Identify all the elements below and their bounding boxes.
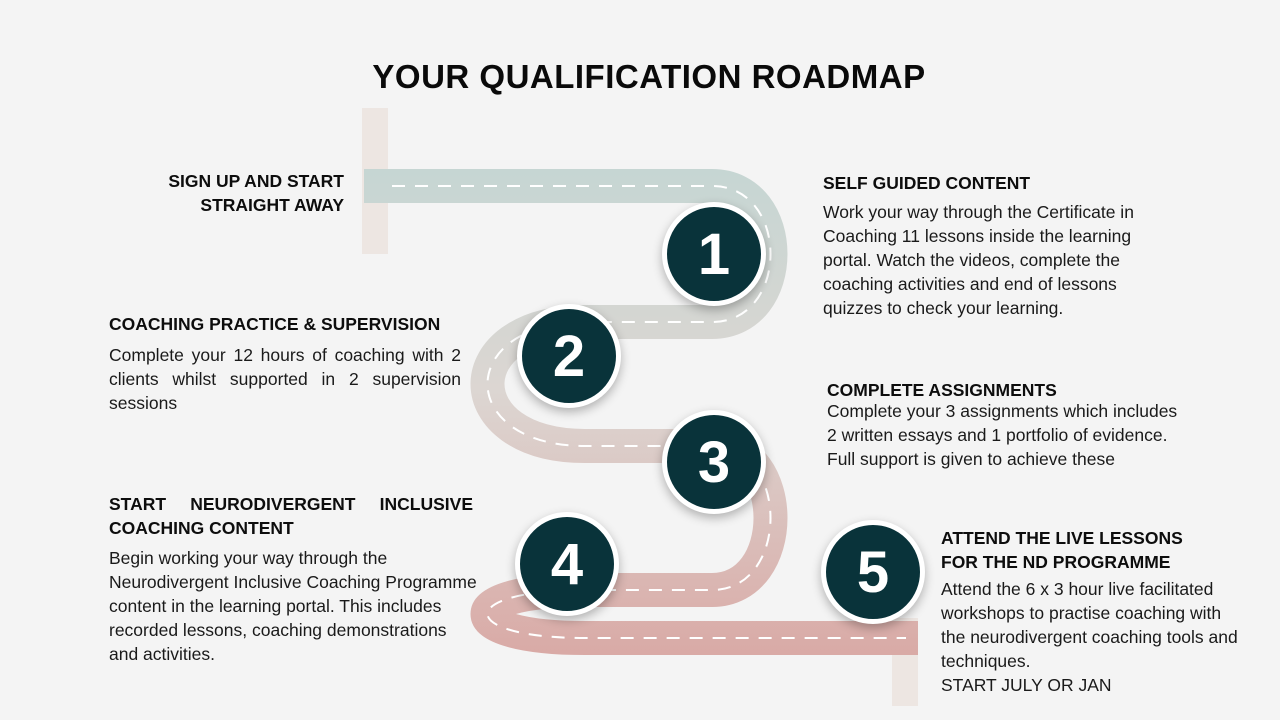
step-1-badge: 1 xyxy=(662,202,766,306)
step-4-text: Begin working your way through the Neuro… xyxy=(109,548,477,664)
page-title: YOUR QUALIFICATION ROADMAP xyxy=(372,58,926,95)
step-5-text: Attend the 6 x 3 hour live facilitated w… xyxy=(941,579,1238,671)
step-2-text: Complete your 12 hours of coaching with … xyxy=(109,345,461,413)
step-1-heading: SELF GUIDED CONTENT xyxy=(823,173,1031,193)
step-2-heading: COACHING PRACTICE & SUPERVISION xyxy=(109,314,441,334)
road-center-dashes xyxy=(392,185,906,639)
step-3-badge: 3 xyxy=(662,410,766,514)
step-2-badge: 2 xyxy=(517,304,621,408)
step-5-badge: 5 xyxy=(821,520,925,624)
step-3-heading: COMPLETE ASSIGNMENTS xyxy=(827,380,1057,400)
step-5-note: START JULY OR JAN xyxy=(941,675,1112,695)
start-label: SIGN UP AND START STRAIGHT AWAY xyxy=(168,171,344,215)
step-1-text: Work your way through the Certificate in… xyxy=(823,202,1134,318)
step-4-heading: START NEURODIVERGENT INCLUSIVE COACHING … xyxy=(109,494,473,538)
step-4-badge: 4 xyxy=(515,512,619,616)
step-5-heading: ATTEND THE LIVE LESSONS FOR THE ND PROGR… xyxy=(941,528,1183,572)
step-3-text: Complete your 3 assignments which includ… xyxy=(827,401,1178,469)
